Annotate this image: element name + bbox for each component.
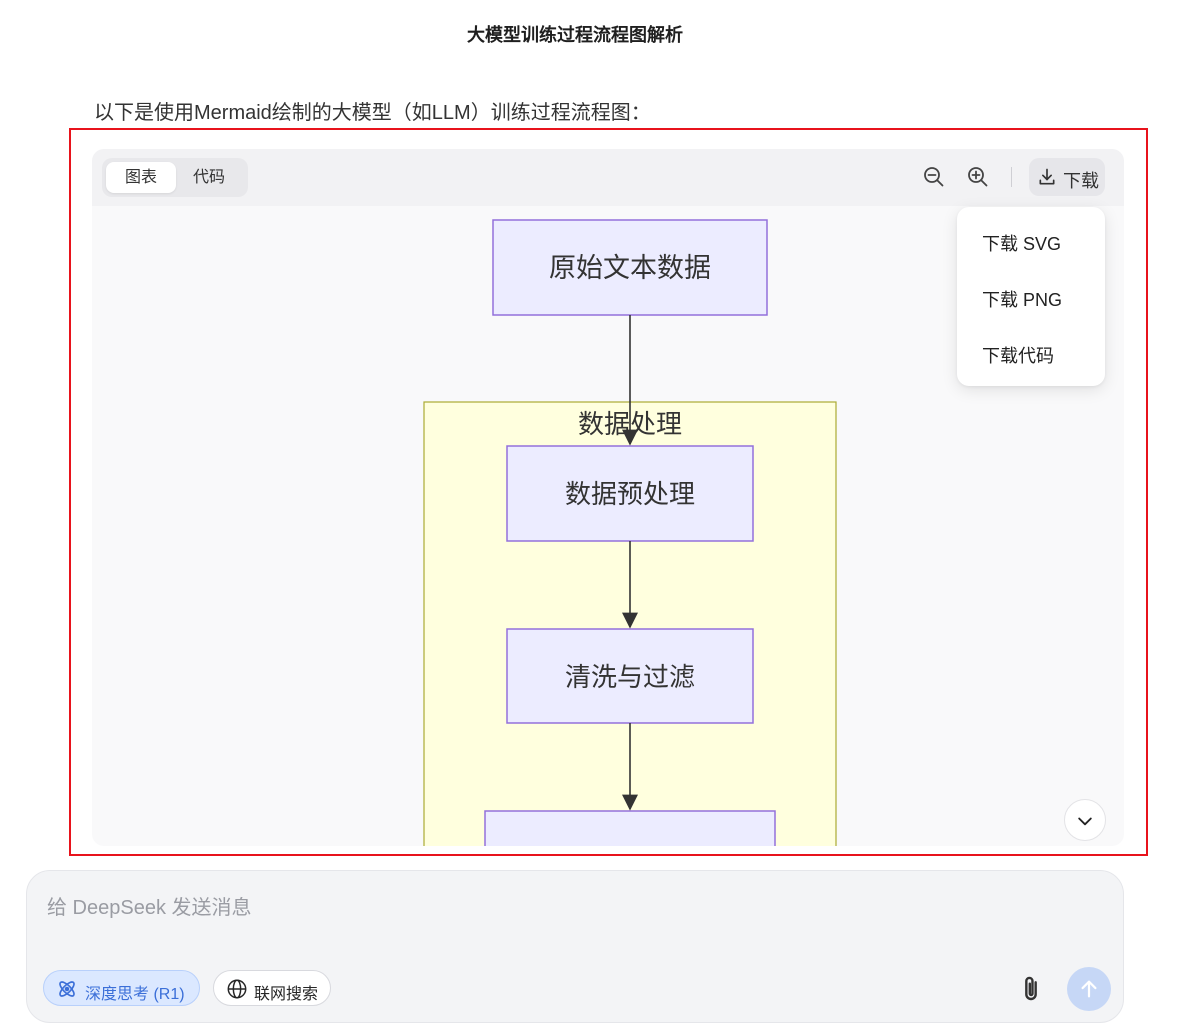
message-intro-text: 以下是使用Mermaid绘制的大模型（如LLM）训练过程流程图： xyxy=(94,102,651,124)
menu-item-download-svg[interactable]: 下载 SVG xyxy=(982,234,1062,254)
globe-icon xyxy=(227,979,247,999)
menu-item-download-png[interactable]: 下载 PNG xyxy=(982,290,1063,310)
download-menu: 下载 SVG 下载 PNG 下载代码 xyxy=(957,207,1105,386)
flow-node xyxy=(506,445,754,542)
flow-node-label: 清洗与过滤 xyxy=(565,663,695,693)
menu-item-download-code[interactable]: 下载代码 xyxy=(982,346,1054,366)
tab-code[interactable]: 代码 xyxy=(192,169,225,186)
deep-think-toggle[interactable]: 深度思考 (R1) xyxy=(43,970,200,1006)
flow-node-label: 数据预处理 xyxy=(565,480,695,510)
download-label: 下载 xyxy=(1063,171,1099,191)
zoom-in-icon[interactable] xyxy=(966,165,990,189)
web-search-label: 联网搜索 xyxy=(254,986,319,1003)
flow-node-label: 原始文本数据 xyxy=(549,253,711,284)
mermaid-toolbar: 图表 代码 下载 xyxy=(92,149,1124,206)
send-button[interactable] xyxy=(1067,967,1111,1011)
zoom-out-icon[interactable] xyxy=(922,165,946,189)
download-button[interactable]: 下载 xyxy=(1029,158,1105,196)
paperclip-icon xyxy=(1025,976,1037,1001)
mermaid-diagram-card: 数据处理 原始文本数据 数据预处理 清洗与过滤 图表 代码 xyxy=(92,149,1124,846)
flow-node xyxy=(492,219,768,316)
web-search-toggle[interactable]: 联网搜索 xyxy=(213,970,331,1006)
message-input[interactable] xyxy=(45,891,949,925)
deep-think-label: 深度思考 (R1) xyxy=(85,986,185,1003)
arrow-up-icon xyxy=(1081,980,1097,998)
message-composer: 深度思考 (R1) 联网搜索 xyxy=(26,870,1124,1023)
toolbar-divider xyxy=(1011,167,1012,187)
view-toggle: 图表 代码 xyxy=(102,158,248,197)
download-icon xyxy=(1039,168,1055,185)
atom-icon xyxy=(59,981,75,997)
flowchart-canvas: 数据处理 原始文本数据 数据预处理 清洗与过滤 xyxy=(423,219,837,846)
scroll-to-bottom-button[interactable] xyxy=(1064,799,1106,841)
highlight-frame xyxy=(69,128,1148,856)
tab-diagram[interactable]: 图表 xyxy=(106,162,176,193)
flow-node-cut xyxy=(484,810,776,846)
page-title: 大模型训练过程流程图解析 xyxy=(467,25,683,45)
attach-button[interactable] xyxy=(1015,973,1047,1005)
chevron-down-icon xyxy=(1078,817,1092,826)
